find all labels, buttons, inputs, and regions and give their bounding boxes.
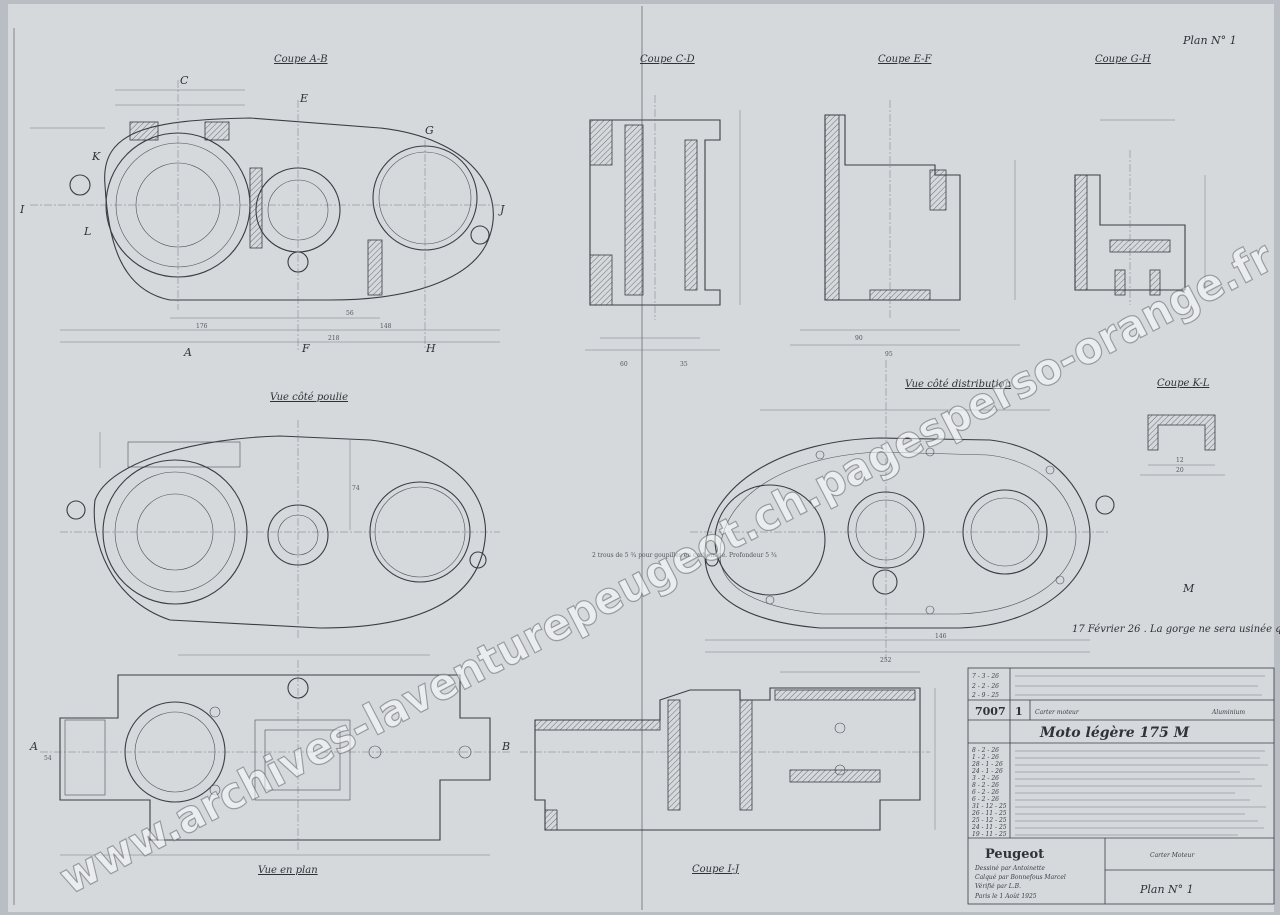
dim-95-ef: 95 — [885, 351, 893, 358]
coupe-ij-label: Coupe I-J — [692, 864, 740, 875]
change-13: 19 - 11 - 25 — [972, 831, 1007, 838]
dim-90-ef: 90 — [855, 335, 863, 342]
plan-label: Plan N° 1 — [1182, 34, 1237, 47]
mark-f: F — [301, 342, 310, 355]
dim-176: 176 — [196, 323, 208, 330]
change-4: 24 - 1 - 26 — [971, 768, 1003, 775]
title-date: Paris le 1 Août 1925 — [974, 893, 1037, 900]
dim-252-dist: 252 — [880, 657, 892, 664]
vue-plan-label: Vue en plan — [258, 865, 318, 876]
title-brand: Peugeot — [985, 847, 1044, 862]
title-main: Moto légère 175 M — [1039, 725, 1190, 741]
coupe-cd-label: Coupe C-D — [640, 54, 695, 65]
change-12: 24 - 11 - 25 — [971, 824, 1007, 831]
coupe-ab-label: Coupe A-B — [274, 54, 328, 65]
title-block: 7 - 3 - 26 2 - 2 - 26 2 - 9 - 25 7007 1 … — [967, 667, 1275, 905]
dim-74-poulie: 74 — [352, 485, 360, 492]
vue-cote-distribution-view: Vue côté distribution 146 252 2 trous de… — [592, 360, 1115, 664]
change-10: 26 - 11 - 25 — [971, 810, 1007, 817]
dim-54-plan: 54 — [44, 755, 52, 762]
change-3: 28 - 1 - 26 — [971, 761, 1003, 768]
coupe-ef-label: Coupe E-F — [878, 54, 932, 65]
mark-m: M — [1182, 582, 1195, 595]
vue-en-plan-view: Vue en plan A B 54 — [29, 654, 510, 876]
title-qty: 1 — [1015, 705, 1023, 718]
title-drawn: Dessiné par Antoinette — [974, 865, 1045, 872]
vue-cote-poulie-view: Vue côté poulie 74 — [60, 392, 500, 640]
coupe-ij-view: Coupe I-J — [520, 671, 936, 875]
change-8: 6 - 2 - 26 — [972, 796, 999, 803]
mark-l: L — [83, 225, 91, 238]
title-plan: Plan N° 1 — [1139, 883, 1194, 896]
title-checked: Vérifié par L.B. — [975, 883, 1021, 890]
change-1: 8 - 2 - 26 — [972, 747, 999, 754]
dim-218: 218 — [328, 335, 340, 342]
mark-k: K — [91, 150, 101, 163]
title-rev-1: 7 - 3 - 26 — [972, 673, 999, 680]
dim-146-dist: 146 — [935, 633, 947, 640]
mark-c: C — [180, 74, 189, 87]
date-note-text: 17 Février 26 . La gorge ne sera usinée … — [1072, 624, 1280, 635]
title-rev-2: 2 - 2 - 26 — [971, 683, 999, 690]
dim-12-kl: 12 — [1176, 457, 1184, 464]
change-11: 25 - 12 - 25 — [971, 817, 1007, 824]
title-rev-3: 2 - 9 - 25 — [971, 692, 999, 699]
mark-i: I — [19, 203, 25, 216]
title-bottom: Carter Moteur — [1150, 852, 1195, 859]
date-note: 17 Février 26 . La gorge ne sera usinée … — [1072, 624, 1280, 635]
dim-148: 148 — [380, 323, 392, 330]
mark-e: E — [299, 92, 308, 105]
mark-h: H — [425, 342, 436, 355]
coupe-gh-view: Coupe G-H — [1074, 54, 1206, 305]
dim-60-cd: 60 — [620, 361, 628, 368]
change-7: 6 - 2 - 26 — [972, 789, 999, 796]
holes-note: 2 trous de 5 ¾ pour goupilles en carbona… — [592, 552, 777, 559]
holes-note-text: 2 trous de 5 ¾ pour goupilles en carbona… — [592, 552, 777, 559]
dim-35-cd: 35 — [680, 361, 688, 368]
coupe-kl-view: Coupe K-L 12 20 M — [1140, 378, 1225, 595]
coupe-ef-view: Coupe E-F 95 90 — [790, 54, 1020, 358]
mark-a2: A — [29, 740, 38, 753]
vue-distribution-label: Vue côté distribution — [905, 379, 1011, 390]
change-2: 1 - 2 - 26 — [972, 754, 999, 761]
title-material: Aluminium — [1211, 709, 1245, 716]
vue-poulie-label: Vue côté poulie — [270, 392, 348, 403]
mark-a: A — [183, 346, 192, 359]
dim-20-kl: 20 — [1176, 467, 1184, 474]
title-number: 7007 — [975, 705, 1006, 718]
title-part: Carter moteur — [1035, 709, 1080, 716]
coupe-kl-label: Coupe K-L — [1157, 378, 1210, 389]
mark-b2: B — [501, 740, 510, 753]
dim-56: 56 — [346, 310, 354, 317]
coupe-gh-label: Coupe G-H — [1095, 54, 1151, 65]
coupe-ab-view: Coupe A-B C E G K L I J A F H 1 — [19, 54, 505, 359]
change-6: 8 - 2 - 26 — [972, 782, 999, 789]
change-5: 3 - 2 - 26 — [972, 775, 999, 782]
coupe-cd-view: Coupe C-D 60 35 — [585, 54, 741, 368]
change-9: 31 - 12 - 25 — [972, 803, 1007, 810]
mark-j: J — [498, 203, 505, 216]
mark-g: G — [425, 124, 434, 137]
title-copied: Calqué par Bonnefous Marcel — [975, 874, 1066, 881]
